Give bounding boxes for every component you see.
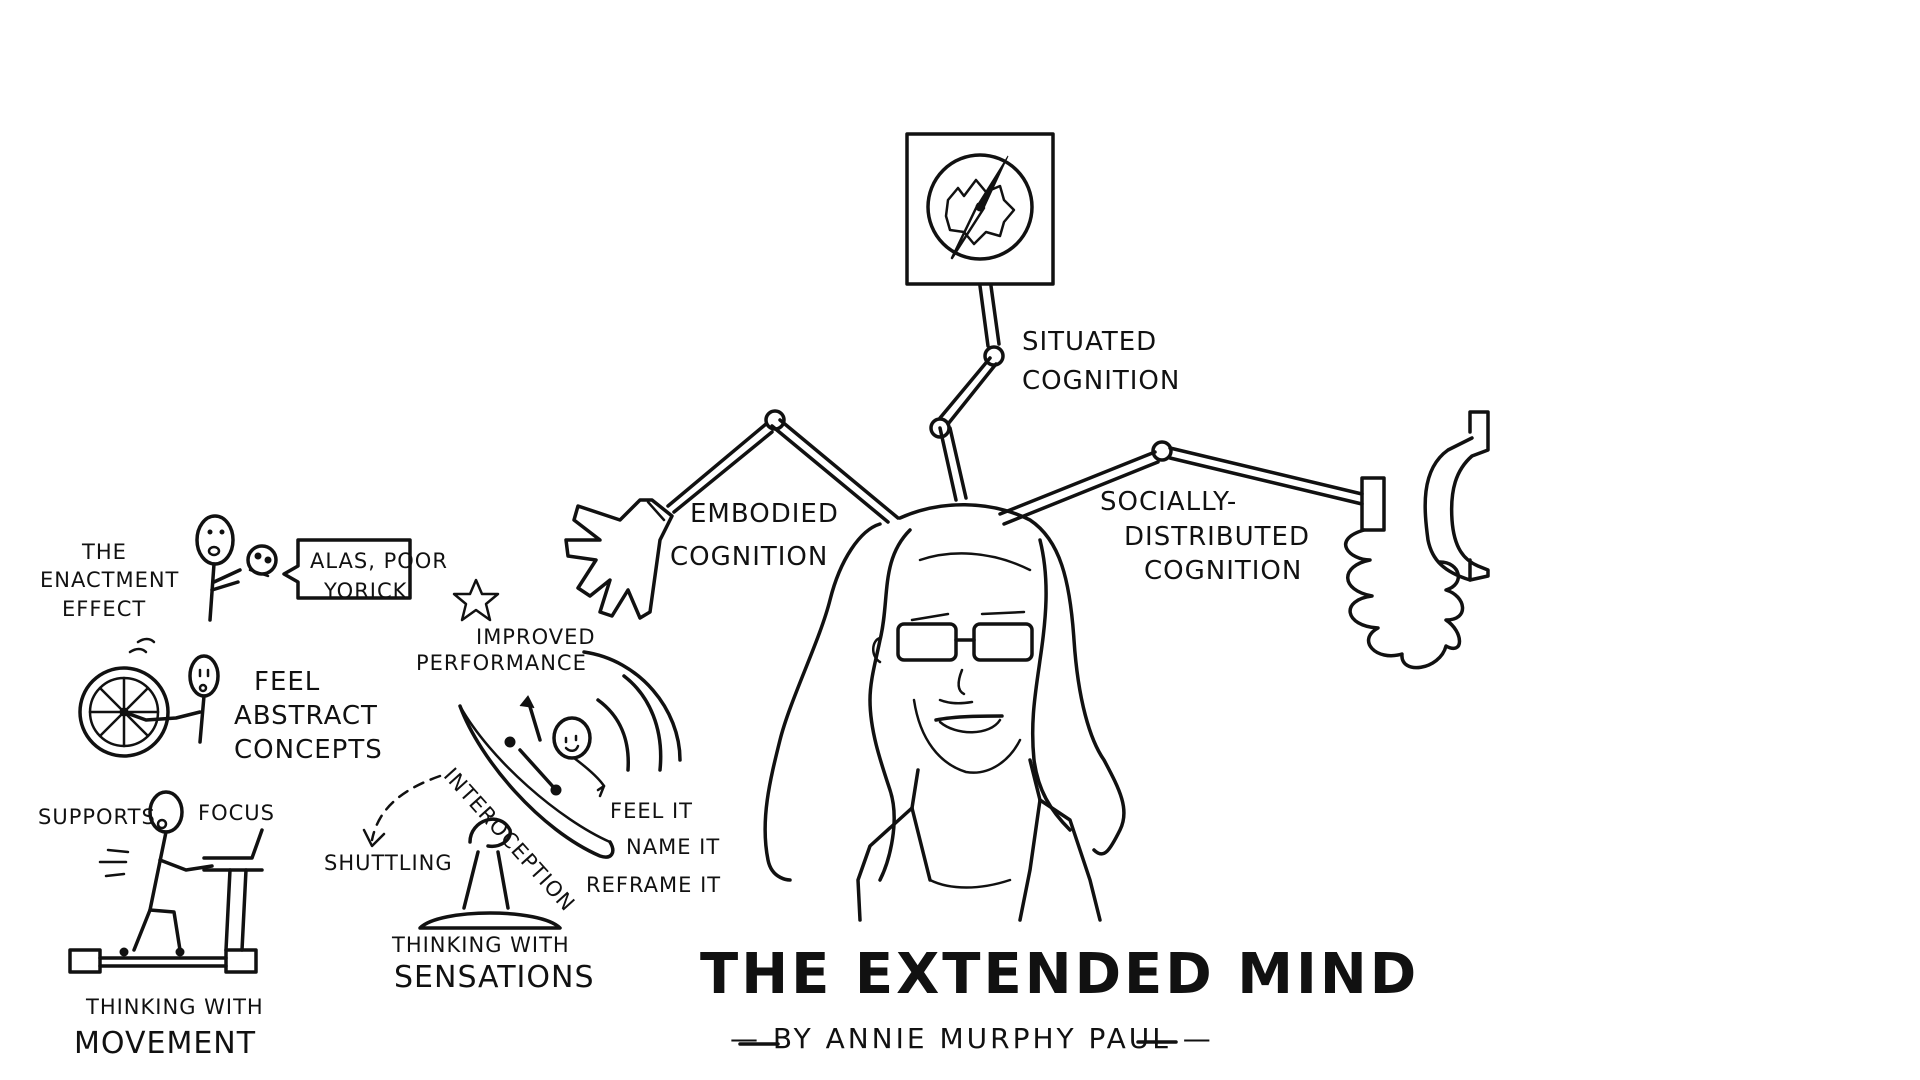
improved-line-2: PERFORMANCE xyxy=(416,651,587,676)
movement-label: THINKING WITH MOVEMENT xyxy=(74,995,264,1062)
movement-line-2: MOVEMENT xyxy=(74,1026,257,1062)
social-line-3: COGNITION xyxy=(1144,556,1303,587)
reframe-it-label: REFRAME IT xyxy=(586,873,722,897)
situated-label: SITUATED COGNITION xyxy=(1022,328,1180,395)
improved-label: IMPROVED PERFORMANCE xyxy=(416,624,596,677)
wheel-icon xyxy=(78,637,220,758)
supports-label: SUPPORTS xyxy=(38,805,156,829)
abstract-line-3: CONCEPTS xyxy=(234,734,383,765)
sensations-line-1: THINKING WITH xyxy=(392,933,570,957)
situated-line-2: COGNITION xyxy=(1022,365,1181,396)
situated-arm xyxy=(929,284,1005,502)
byline: — BY ANNIE MURPHY PAUL — xyxy=(730,1022,1214,1055)
focus-label: FOCUS xyxy=(198,801,275,825)
telephone-icon xyxy=(998,410,1490,670)
sensations-label: THINKING WITH SENSATIONS xyxy=(392,933,595,996)
speech-line-2: YORICK xyxy=(324,579,408,604)
abstract-line-1: FEEL xyxy=(254,667,321,697)
embodied-label: EMBODIED COGNITION xyxy=(670,499,839,571)
situated-line-1: SITUATED xyxy=(1022,327,1158,357)
satellite-dish-icon xyxy=(362,578,682,930)
enactment-line-3: EFFECT xyxy=(62,596,147,621)
speech-bubble-text: ALAS, POOR YORICK xyxy=(310,546,448,607)
speech-line-1: ALAS, POOR xyxy=(310,549,448,573)
embodied-line-2: COGNITION xyxy=(670,541,829,572)
enactment-label: THE ENACTMENT EFFECT xyxy=(40,538,179,623)
feel-it-label: FEEL IT xyxy=(610,799,694,823)
sensations-line-2: SENSATIONS xyxy=(394,960,595,996)
treadmill-desk-icon xyxy=(68,790,264,974)
improved-line-1: IMPROVED xyxy=(476,625,596,649)
social-line-2: DISTRIBUTED xyxy=(1124,521,1311,552)
page-title: THE EXTENDED MIND xyxy=(700,942,1420,1007)
enactment-line-2: ENACTMENT xyxy=(40,568,180,593)
abstract-label: FEEL ABSTRACT CONCEPTS xyxy=(234,666,383,767)
compass-icon xyxy=(905,132,1055,286)
abstract-line-2: ABSTRACT xyxy=(234,700,378,731)
movement-line-1: THINKING WITH xyxy=(86,995,264,1019)
author-portrait xyxy=(763,503,1126,922)
hand-icon xyxy=(564,409,900,620)
enactment-figure xyxy=(195,514,412,622)
enactment-line-1: THE xyxy=(82,540,127,564)
embodied-line-1: EMBODIED xyxy=(690,499,839,529)
social-label: SOCIALLY- DISTRIBUTED COGNITION xyxy=(1100,488,1310,586)
shuttling-label: SHUTTLING xyxy=(324,851,453,875)
name-it-label: NAME IT xyxy=(626,835,721,859)
social-line-1: SOCIALLY- xyxy=(1100,487,1238,517)
